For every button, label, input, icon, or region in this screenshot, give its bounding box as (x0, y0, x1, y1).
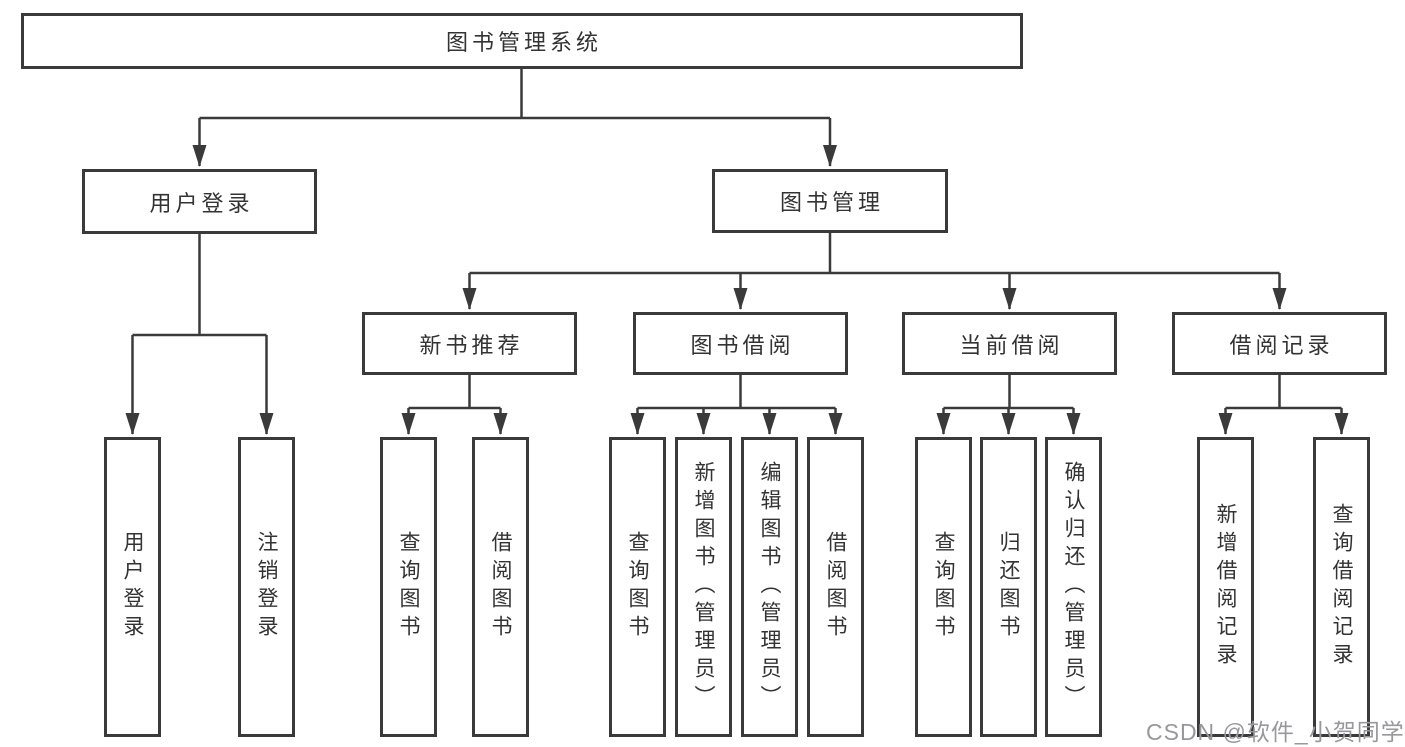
watermark: CSDN @软件_小贺同学 (1146, 719, 1405, 745)
leaf-query-book-recommend-label: 查询图书 (397, 531, 420, 643)
leaf-query-borrow-record-label: 查询借阅记录 (1330, 503, 1353, 671)
node-book-management-label: 图书管理 (779, 190, 884, 215)
leaf-confirm-return-admin: 确认归还（管理员） (1045, 437, 1102, 737)
leaf-logout: 注销登录 (238, 437, 295, 737)
leaf-borrow-book-recommend: 借阅图书 (472, 437, 529, 737)
node-new-book-recommend-label: 新书推荐 (419, 332, 524, 358)
leaf-confirm-return-admin-label: 确认归还（管理员） (1062, 461, 1085, 713)
node-book-borrow: 图书借阅 (633, 312, 848, 375)
leaf-borrow-book: 借阅图书 (807, 437, 864, 737)
node-user-login-label: 用户登录 (149, 190, 254, 216)
leaf-add-book-admin: 新增图书（管理员） (675, 437, 732, 737)
leaf-return-book-label: 归还图书 (997, 531, 1020, 643)
node-borrow-records-label: 借阅记录 (1229, 332, 1334, 358)
leaf-logout-label: 注销登录 (255, 531, 278, 643)
leaf-query-book-borrow: 查询图书 (609, 437, 666, 737)
leaf-query-borrow-record: 查询借阅记录 (1313, 437, 1370, 737)
node-current-borrow: 当前借阅 (902, 312, 1117, 375)
node-new-book-recommend: 新书推荐 (362, 312, 577, 375)
node-book-borrow-label: 图书借阅 (690, 332, 795, 358)
leaf-query-book-current-label: 查询图书 (932, 531, 955, 643)
node-book-management: 图书管理 (712, 169, 948, 233)
leaf-add-borrow-record: 新增借阅记录 (1197, 437, 1254, 737)
leaf-query-book-borrow-label: 查询图书 (626, 531, 649, 643)
leaf-user-login: 用户登录 (104, 437, 161, 737)
node-root-label: 图书管理系统 (445, 30, 602, 55)
node-user-login: 用户登录 (82, 169, 317, 234)
leaf-edit-book-admin: 编辑图书（管理员） (741, 437, 798, 737)
leaf-borrow-book-recommend-label: 借阅图书 (489, 531, 512, 643)
leaf-query-book-recommend: 查询图书 (380, 437, 437, 737)
node-root: 图书管理系统 (21, 13, 1023, 69)
leaf-add-book-admin-label: 新增图书（管理员） (692, 461, 715, 713)
leaf-add-borrow-record-label: 新增借阅记录 (1214, 503, 1237, 671)
leaf-borrow-book-label: 借阅图书 (824, 531, 847, 643)
node-current-borrow-label: 当前借阅 (959, 332, 1064, 358)
leaf-return-book: 归还图书 (980, 437, 1037, 737)
leaf-edit-book-admin-label: 编辑图书（管理员） (758, 461, 781, 713)
leaf-query-book-current: 查询图书 (915, 437, 972, 737)
leaf-user-login-label: 用户登录 (121, 531, 144, 643)
node-borrow-records: 借阅记录 (1172, 312, 1387, 375)
